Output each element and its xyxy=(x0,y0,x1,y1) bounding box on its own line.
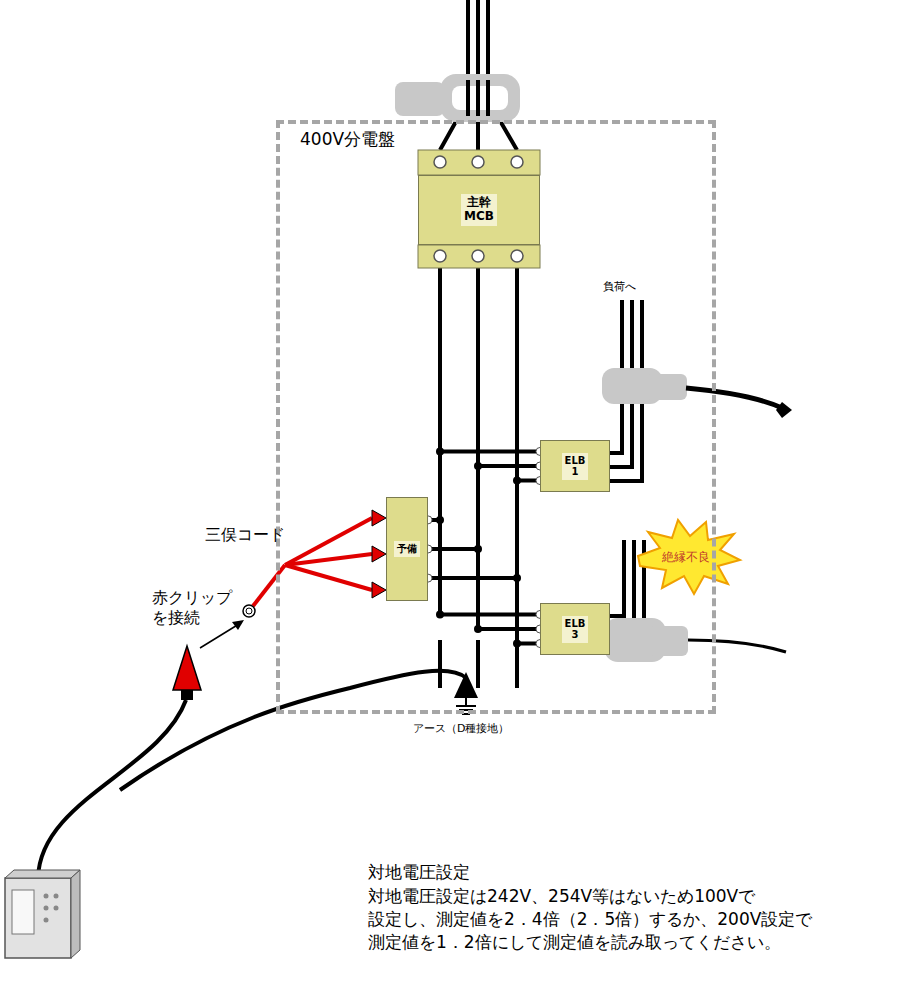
spare-breaker: 予備 xyxy=(386,497,428,601)
bus-stub xyxy=(440,640,517,688)
fault-burst xyxy=(638,520,740,594)
leakage-breaker: ELB 1 xyxy=(540,440,610,492)
leader-arrow xyxy=(200,624,239,648)
red-clip xyxy=(173,646,201,700)
load-label: 負荷へ xyxy=(603,280,636,294)
node-text: ELB 1 xyxy=(562,453,589,480)
clamp-meter xyxy=(395,74,520,122)
node-text: 主幹 MCB xyxy=(461,194,497,226)
clip-point xyxy=(243,605,255,617)
leakage-breaker: ELB 3 xyxy=(540,603,610,655)
note-body: 対地電圧設定は242V、254V等はないため100Vで 設定し、測定値を2．4倍… xyxy=(368,885,812,954)
clamp-meter xyxy=(602,368,792,418)
cord-plugs xyxy=(372,510,386,598)
clip-note: 赤クリップ を接続 xyxy=(152,588,232,628)
mcb-terminals xyxy=(418,150,540,268)
note-heading: 対地電圧設定 xyxy=(368,862,470,883)
clamp-meter xyxy=(604,618,786,662)
node-text: ELB 3 xyxy=(562,616,589,643)
main-breaker: 主幹 MCB xyxy=(418,175,540,245)
distribution-panel: 400V分電盤主幹 MCB ELB 1 予備 ELB 3 xyxy=(276,120,716,714)
tester-cables xyxy=(38,671,466,878)
insulation-tester xyxy=(5,870,80,958)
earth-label: アース（D種接地） xyxy=(413,722,509,736)
cord-label: 三俣コード xyxy=(205,525,285,545)
bus-connector xyxy=(436,245,544,485)
earth-probe xyxy=(454,672,478,714)
node-text: 予備 xyxy=(394,541,420,557)
node-text: 400V分電盤 xyxy=(298,128,397,151)
bus-connector xyxy=(436,245,544,648)
fault-label: 絶縁不良 xyxy=(662,550,710,565)
